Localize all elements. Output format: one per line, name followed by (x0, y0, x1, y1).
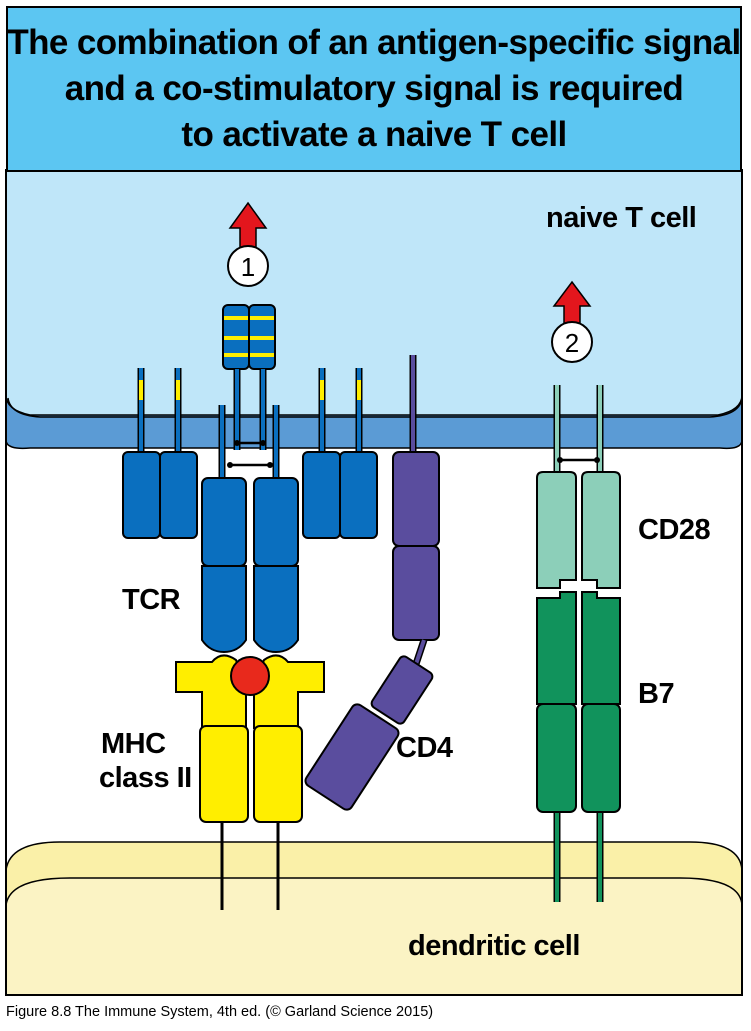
signal-2-arrow-icon: 2 (551, 280, 593, 363)
cd4-label: CD4 (396, 732, 453, 764)
membrane-outer-edge (7, 397, 743, 418)
mhc-class-ii (175, 654, 325, 910)
tcr (201, 405, 299, 654)
title-line-2: and a co-stimulatory signal is required (64, 69, 684, 108)
mhc-label-line-2: class II (99, 762, 192, 794)
tcr-label: TCR (122, 584, 181, 616)
title-line-3: to activate a naive T cell (181, 115, 567, 154)
cd3-left-pair (122, 368, 198, 539)
b7-label: B7 (638, 678, 675, 710)
b7 (536, 591, 621, 902)
zeta-chains (222, 304, 276, 450)
cd3-right-pair (302, 368, 378, 539)
t-cell-cytoplasm (6, 170, 742, 415)
cd4 (304, 355, 440, 811)
antigen-peptide (230, 656, 270, 696)
title-line-1: The combination of an antigen-specific s… (7, 23, 741, 62)
cd28 (536, 385, 621, 589)
dendritic-cell-label: dendritic cell (408, 930, 580, 962)
mhc-label-line-1: MHC (101, 728, 166, 760)
signal-2-number: 2 (565, 328, 579, 358)
signal-1-number: 1 (241, 252, 255, 282)
title-box: The combination of an antigen-specific s… (6, 6, 742, 172)
dendritic-cell-body (5, 877, 743, 996)
signal-1-arrow-icon: 1 (227, 201, 269, 287)
cd28-label: CD28 (638, 514, 711, 546)
naive-t-cell-label: naive T cell (546, 202, 697, 234)
figure-caption: Figure 8.8 The Immune System, 4th ed. (©… (6, 1004, 434, 1020)
